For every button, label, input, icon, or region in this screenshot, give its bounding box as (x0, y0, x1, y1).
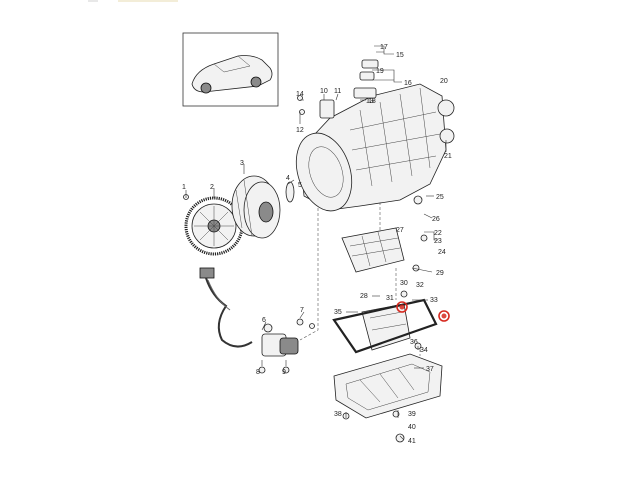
callout-12: 12 (296, 127, 304, 134)
callout-31: 31 (386, 295, 394, 302)
callout-3: 3 (240, 160, 244, 167)
callout-25: 25 (436, 194, 444, 201)
torque-converter (231, 175, 281, 239)
seal-ring (285, 181, 295, 203)
oil-filter (361, 303, 411, 351)
callout-39: 39 (408, 411, 416, 418)
callout-30: 30 (400, 280, 408, 287)
callout-17: 17 (380, 44, 388, 51)
callout-8: 8 (256, 369, 260, 376)
callout-28: 28 (360, 293, 368, 300)
callout-9: 9 (282, 369, 286, 376)
highlight-markers (396, 301, 450, 322)
valve-body (341, 227, 405, 273)
callout-23: 23 (434, 238, 442, 245)
callout-10: 10 (320, 88, 328, 95)
callout-2: 2 (210, 184, 214, 191)
vehicle-thumbnail (182, 32, 279, 107)
leader-lines (185, 45, 447, 441)
callout-5: 5 (298, 182, 302, 189)
callout-22: 22 (434, 230, 442, 237)
callout-34: 34 (420, 347, 428, 354)
wiring-harness (199, 267, 253, 348)
callout-38: 38 (334, 411, 342, 418)
callout-15: 15 (396, 52, 404, 59)
transmission-housing (295, 83, 455, 212)
callout-19: 19 (376, 68, 384, 75)
callout-4: 4 (286, 175, 290, 182)
callout-40: 40 (408, 424, 416, 431)
callout-37: 37 (426, 366, 434, 373)
callout-36: 36 (410, 339, 418, 346)
callout-21: 21 (444, 153, 452, 160)
small-fasteners (183, 59, 428, 443)
callout-13: 13 (366, 98, 374, 105)
callout-1: 1 (182, 184, 186, 191)
callout-20: 20 (440, 78, 448, 85)
callout-32: 32 (416, 282, 424, 289)
callout-41: 41 (408, 438, 416, 445)
callout-33: 33 (430, 297, 438, 304)
callout-27: 27 (396, 227, 404, 234)
callout-16: 16 (404, 80, 412, 87)
callout-26: 26 (432, 216, 440, 223)
callout-14: 14 (296, 91, 304, 98)
selector-actuator (261, 318, 304, 357)
oil-pan-gasket (332, 298, 438, 354)
oil-pan (333, 353, 443, 419)
callout-29: 29 (436, 270, 444, 277)
callout-6: 6 (262, 317, 266, 324)
callout-24: 24 (438, 249, 446, 256)
callout-labels: 1 2 3 4 5 6 7 8 9 10 11 12 13 14 15 16 1… (182, 44, 452, 445)
callout-35: 35 (334, 309, 342, 316)
callout-11: 11 (334, 88, 341, 95)
callout-18: 18 (368, 98, 376, 105)
callout-7: 7 (300, 307, 304, 314)
